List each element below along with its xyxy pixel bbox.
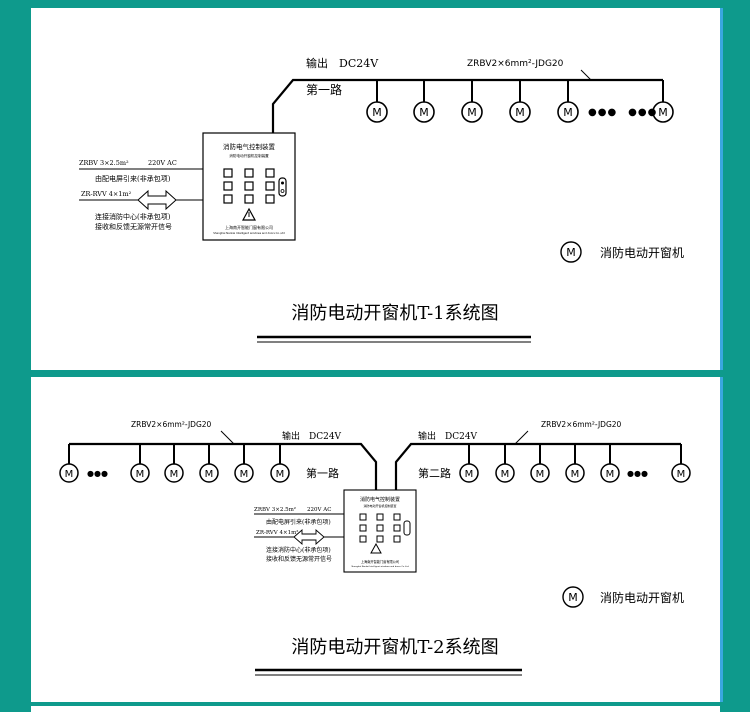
t1-cable-leader [580,69,592,81]
t1-legend: M 消防电动开窗机 [560,241,684,263]
t2-motor-right-1: M [459,444,479,483]
motor-symbol: M [467,106,477,119]
t2-motor-right-5: M [600,444,620,483]
control-box-title: 消防电气控制装置 [223,142,276,151]
t1-ellipsis: ●●● ●●● [588,107,657,118]
t2-power-note: 由配电屏引来(非承包项) [266,518,331,526]
t2-motor-right-3: M [530,444,550,483]
svg-text:M: M [136,469,145,480]
next-panel-edge [31,706,720,712]
control-box-maker-en: Shanghai Nankai Intelligent windows and … [351,565,409,568]
control-box-maker-cn: 上海南开智能门窗有限公司 [361,559,399,564]
t1-motor-3: M [461,80,483,123]
svg-text:M: M [170,469,179,480]
t2-wire-signal: ZR-RVV 4×1m² [256,529,299,536]
t1-bus-line [271,78,663,140]
control-box-subtitle: 消防电动开窗机控制装置 [229,153,269,158]
control-box-maker-en: Shanghai Nankai Intelligent windows and … [213,231,285,235]
svg-text:M: M [568,591,578,604]
key-switch-icon [278,177,287,197]
warning-icon [241,207,257,221]
t1-motor-2: M [413,80,435,123]
motor-symbol: M [658,106,668,119]
t1-circuit-label: 第一路 [306,82,342,97]
t2-motor-left-2: M [130,444,150,483]
t2-motor-right-4: M [565,444,585,483]
motor-symbol: M [563,106,573,119]
control-box-title: 消防电气控制装置 [360,496,400,503]
svg-text:M: M [571,469,580,480]
svg-text:M: M [276,469,285,480]
t1-legend-label: 消防电动开窗机 [600,245,684,260]
t1-signal-note-1: 连接消防中心(非承包项) [95,212,171,221]
svg-text:M: M [536,469,545,480]
t2-motor-left-5: M [234,444,254,483]
control-box-maker-cn: 上海南开智能门窗有限公司 [225,224,273,230]
t2-bus-left [69,442,378,490]
svg-text:M: M [465,469,474,480]
motor-symbol: M [419,106,429,119]
t1-cable-label: ZRBV2×6mm²-JDG20 [467,59,564,69]
t2-wire-power-right: 220V AC [307,507,331,513]
t2-motor-right-6: M [671,444,691,483]
double-arrow-icon [137,189,177,211]
diagram-t2-svg: ZRBV2×6mm²-JDG20 ZRBV2×6mm²-JDG20 输出 DC2… [59,420,691,676]
t2-wire-power-left: ZRBV 3×2.5m² [254,506,296,513]
t2-signal-note-1: 连接消防中心(非承包项) [266,546,331,554]
t1-control-box: 消防电气控制装置 消防电动开窗机控制装置 上海南开智能门窗有限公司 Shangh… [202,132,296,241]
motor-symbol: M [372,106,382,119]
diagram-t1-panel: 输出 DC24V ZRBV2×6mm²-JDG20 第一路 M M M [31,8,723,370]
motor-legend-icon [562,586,584,608]
svg-text:M: M [501,469,510,480]
t1-signal-note-2: 接收和反馈无源常开信号 [95,222,172,231]
control-box-subtitle: 消防电动开窗机控制装置 [363,503,396,508]
t2-legend: M 消防电动开窗机 [562,586,684,608]
t2-circuit-label-right: 第二路 [418,466,451,480]
t1-motor-6: M [652,80,674,123]
motor-symbol: M [515,106,525,119]
t2-bus-right [394,442,681,490]
diagram-t1-svg: 输出 DC24V ZRBV2×6mm²-JDG20 第一路 M M M [79,56,684,343]
t1-output-label: 输出 DC24V [306,56,379,70]
svg-text:M: M [240,469,249,480]
t2-title: 消防电动开窗机T-2系统图 [291,637,498,658]
svg-text:M: M [677,469,686,480]
t1-wire-signal: ZR-RVV 4×1m² [81,190,132,198]
svg-text:M: M [65,469,74,480]
t1-wire-power-right: 220V AC [148,159,177,167]
key-switch-icon [403,520,411,536]
svg-text:M: M [566,246,576,259]
t2-cable-label-left: ZRBV2×6mm²-JDG20 [131,420,212,429]
t1-power-note: 由配电屏引来(非承包项) [95,174,171,183]
t2-motor-left-1: M [59,444,79,483]
t2-output-label-left: 输出 DC24V [282,430,342,442]
t2-motor-left-4: M [199,444,219,483]
motor-legend-icon [560,241,582,263]
double-arrow-icon [293,529,325,545]
t2-legend-label: 消防电动开窗机 [600,590,684,605]
t2-cable-label-right: ZRBV2×6mm²-JDG20 [541,420,622,429]
t2-circuit-label-left: 第一路 [306,466,339,480]
t2-control-box: 消防电气控制装置 消防电动开窗机控制装置 上海南开智能门窗有限公司 Shangh… [343,489,417,573]
t1-motor-5: M [557,80,579,123]
t1-motor-4: M [509,80,531,123]
t2-signal-note-2: 接收和反馈无源常开信号 [266,555,332,563]
t2-ellipsis-right: ●●● [627,469,648,478]
t2-ellipsis-left: ●●● [87,469,108,478]
svg-text:M: M [205,469,214,480]
t1-motor-1: M [366,80,388,123]
t2-motor-left-6: M [270,444,290,483]
svg-text:M: M [606,469,615,480]
t1-title: 消防电动开窗机T-1系统图 [291,303,498,324]
t2-output-label-right: 输出 DC24V [418,430,478,442]
t1-wire-power-left: ZRBV 3×2.5m² [79,159,129,167]
t2-motor-left-3: M [164,444,184,483]
t2-motor-right-2: M [495,444,515,483]
diagram-t2-panel: ZRBV2×6mm²-JDG20 ZRBV2×6mm²-JDG20 输出 DC2… [31,377,723,702]
warning-icon [370,542,382,554]
